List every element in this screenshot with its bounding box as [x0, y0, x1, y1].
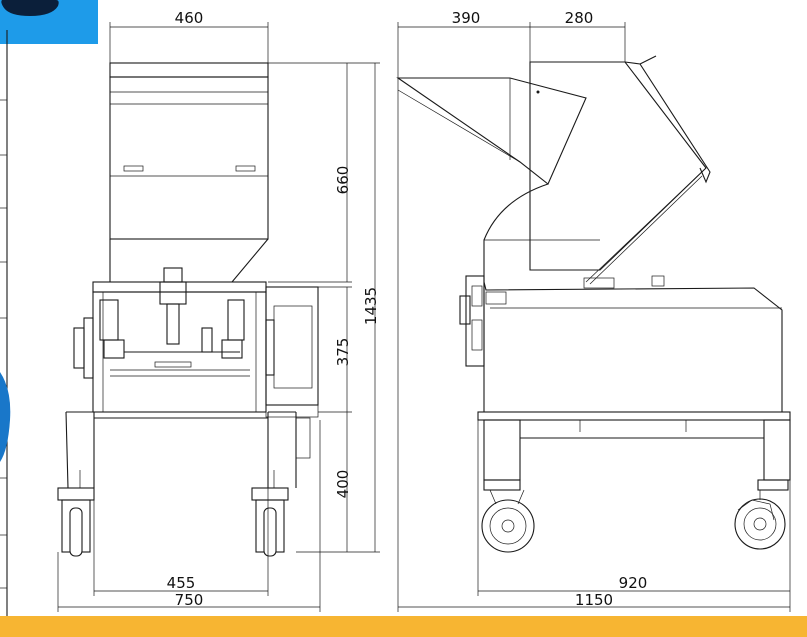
dim-front-middle-height: 375: [334, 338, 352, 367]
corner-logo-badge: [0, 0, 98, 44]
front-view: [57, 62, 319, 557]
dim-side-top-right: 280: [565, 9, 594, 27]
bottom-accent-bar: [0, 616, 807, 637]
dim-side-top-left: 390: [452, 9, 481, 27]
feed-chute: [396, 77, 587, 185]
left-edge-panel: [0, 30, 11, 616]
dim-front-inner-width: 455: [167, 574, 196, 592]
dim-side-wheelbase: 920: [619, 574, 648, 592]
left-blue-blob: [0, 372, 11, 462]
side-wheel-left: [481, 499, 535, 553]
front-dimensions: 460 660 375 400 1435 455 750: [57, 9, 380, 612]
machine-body: [483, 281, 783, 413]
side-view: [396, 55, 791, 553]
badge-dark-shape: [1, 0, 59, 16]
dim-side-total-width: 1150: [575, 591, 613, 609]
dim-front-top-width: 460: [175, 9, 204, 27]
hopper-body: [109, 76, 269, 240]
dim-front-total-width: 750: [175, 591, 204, 609]
dim-front-upper-height: 660: [334, 166, 352, 195]
side-dimensions: 390 280 920 1150: [397, 9, 791, 612]
dim-front-lower-height: 400: [334, 470, 352, 499]
dim-front-total-height: 1435: [362, 287, 380, 325]
hopper-lid: [109, 62, 269, 78]
